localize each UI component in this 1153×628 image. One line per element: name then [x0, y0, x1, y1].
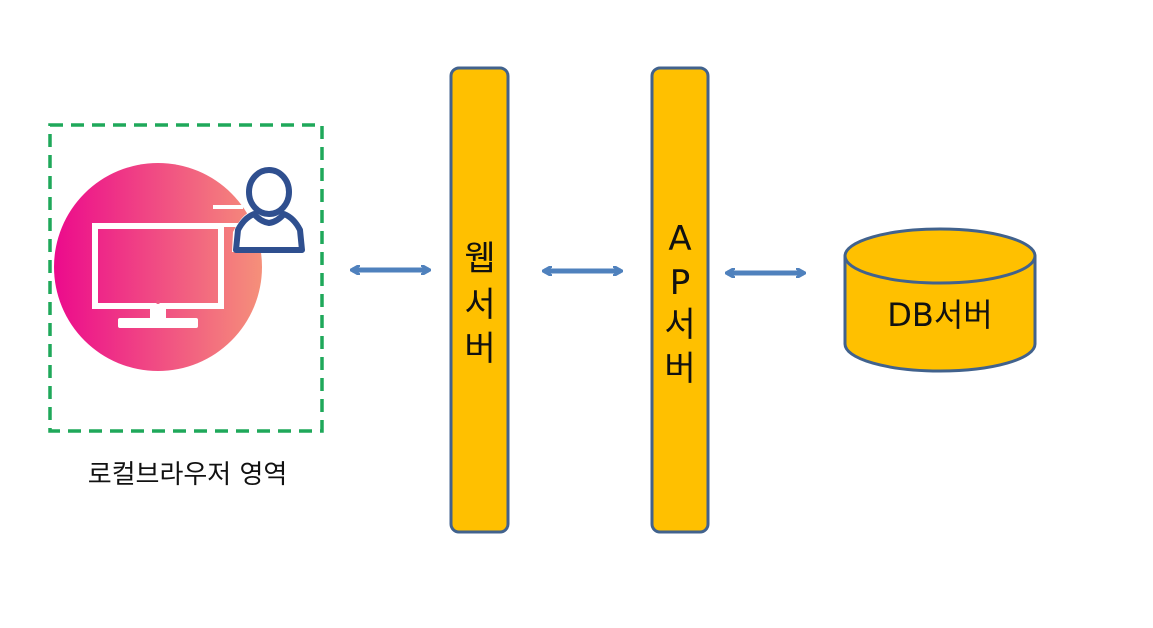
ap-server-label-4: 버	[664, 349, 695, 389]
user-icon	[232, 167, 305, 253]
monitor-icon	[54, 163, 262, 371]
web-server: 웹 서 버	[449, 66, 510, 534]
local-area-caption: 로컬브라우저 영역	[87, 460, 288, 490]
local-browser-area	[48, 123, 324, 433]
web-server-label-1: 웹	[464, 239, 495, 279]
ap-server-label-2: P	[670, 263, 691, 303]
local-area-dashed-border	[48, 123, 324, 433]
database-label: DB서버	[887, 296, 992, 334]
ap-server-label-3: 서	[664, 305, 695, 345]
web-server-label-3: 버	[464, 329, 495, 369]
web-server-label-2: 서	[464, 285, 495, 325]
ap-server: A P 서 버	[650, 66, 710, 534]
database-cylinder: DB서버	[843, 227, 1037, 373]
ap-server-label-1: A	[668, 219, 691, 259]
